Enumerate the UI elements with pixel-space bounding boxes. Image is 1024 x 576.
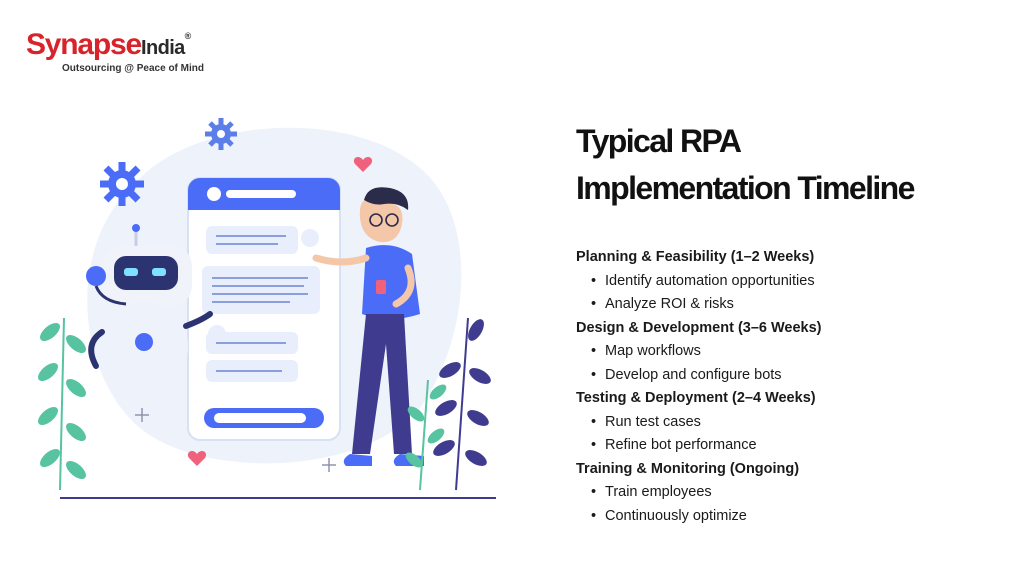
logo-tagline: Outsourcing @ Peace of Mind [62,63,204,74]
sparkle-icon [135,408,149,422]
list-item: • Map workflows [591,340,996,364]
phase-items: • Train employees • Continuously optimize [576,481,996,528]
list-item: • Train employees [591,481,996,505]
heart-icon [353,157,373,172]
list-item: • Analyze ROI & risks [591,293,996,317]
logo-wordmark: SynapseIndia® [26,30,226,60]
phase-training: Training & Monitoring (Ongoing) • Train e… [576,458,996,529]
timeline-list: Planning & Feasibility (1–2 Weeks) • Iden… [576,246,996,528]
list-item: • Identify automation opportunities [591,270,996,294]
gear-icon [100,162,144,206]
heart-icon [187,451,207,466]
phase-planning: Planning & Feasibility (1–2 Weeks) • Iden… [576,246,996,317]
phase-title: Training & Monitoring (Ongoing) [576,460,800,477]
phase-items: • Identify automation opportunities • Anal… [576,270,996,317]
phase-title: Design & Development (3–6 Weeks) [576,319,822,336]
bullet: • [591,484,597,500]
gear-icon [205,118,237,150]
title-line-1: Typical RPA [576,123,742,159]
phase-items: • Run test cases • Refine bot performance [576,411,996,458]
bullet: • [591,366,597,383]
list-item-text: Map workflows [605,343,701,359]
list-item: • Run test cases [591,411,996,435]
list-item: • Continuously optimize [591,505,996,529]
bullet: • [591,507,597,524]
list-item: • Develop and configure bots [591,364,996,388]
leaf-plant [38,317,86,491]
list-item-text: Identify automation opportunities [605,272,815,289]
phase-title: Planning & Feasibility (1–2 Weeks) [576,249,815,265]
leaf-plant [433,317,491,491]
bullet: • [591,272,597,289]
title-line-2: Implementation Timeline [576,170,915,206]
rpa-illustration [38,118,496,499]
bullet: • [591,413,597,430]
slide-title: Typical RPA Implementation Timeline [576,118,1006,212]
robot [86,224,213,390]
list-item-text: Continuously optimize [605,507,747,524]
phase-testing: Testing & Deployment (2–4 Weeks) • Run te… [576,387,996,458]
list-item-text: Analyze ROI & risks [605,296,734,312]
logo-name-sub: India [141,37,185,59]
list-item-text: Develop and configure bots [605,366,782,383]
sparkle-icon [322,458,336,472]
bullet: • [591,437,597,453]
phone-chat [187,177,341,441]
list-item: • Refine bot performance [591,434,996,458]
list-item-text: Refine bot performance [605,437,757,453]
phase-title: Testing & Deployment (2–4 Weeks) [576,390,816,406]
bullet: • [591,296,597,312]
list-item-text: Train employees [605,484,712,500]
list-item-text: Run test cases [605,413,701,430]
phase-design: Design & Development (3–6 Weeks) • Map wo… [576,317,996,388]
logo-name-main: Synapse [26,28,142,61]
logo-registered-mark: ® [184,31,192,41]
bullet: • [591,343,597,359]
phase-items: • Map workflows • Develop and configure bo… [576,340,996,387]
brand-logo[interactable]: SynapseIndia® Outsourcing @ Peace of Min… [26,30,226,75]
leaf-plant [405,379,447,491]
